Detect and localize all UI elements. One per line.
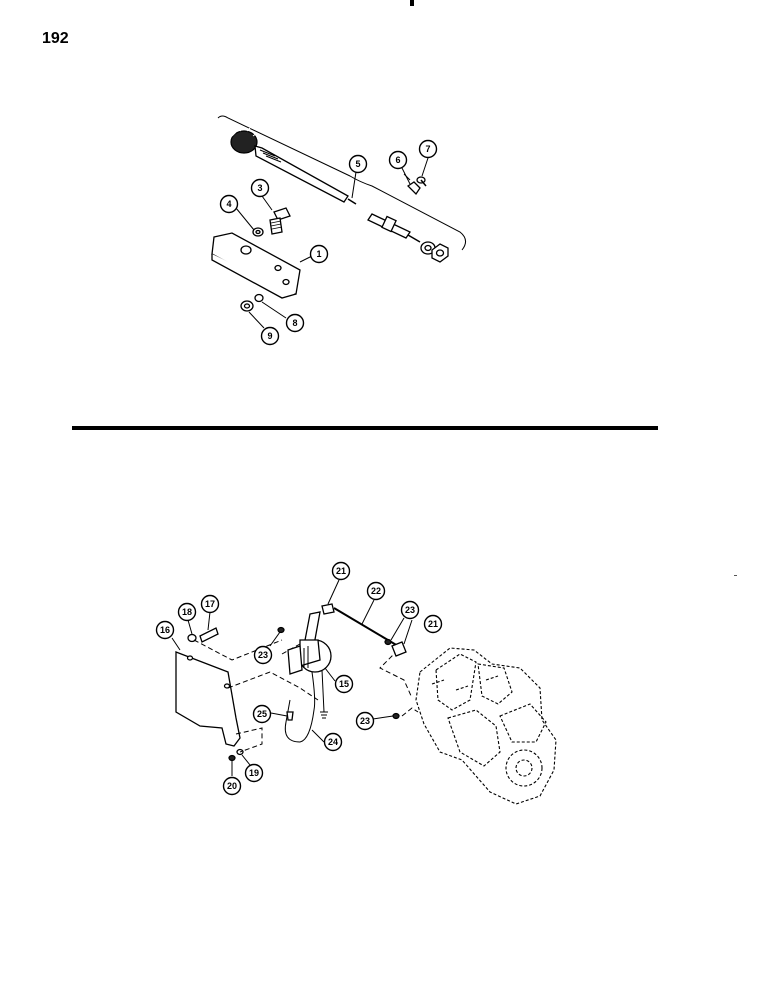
leader-7	[421, 157, 429, 177]
rod-end-upper	[321, 603, 335, 615]
svg-text:4: 4	[226, 199, 231, 209]
page-number: 192	[42, 30, 69, 47]
leader-21b	[403, 619, 413, 645]
svg-text:5: 5	[355, 159, 360, 169]
callout-19: 19	[244, 763, 264, 783]
svg-text:9: 9	[267, 331, 272, 341]
scan-mark	[734, 575, 737, 576]
svg-text:21: 21	[428, 619, 438, 629]
svg-text:7: 7	[425, 144, 430, 154]
svg-text:16: 16	[160, 625, 170, 635]
svg-text:6: 6	[395, 155, 400, 165]
callout-24: 24	[323, 732, 343, 752]
lower-assembly: 15 16 17 18 19 20 21 21	[155, 561, 557, 805]
callout-21-upper: 21	[331, 561, 351, 581]
svg-text:8: 8	[292, 318, 297, 328]
leader-5	[351, 171, 357, 199]
lock-washer	[252, 227, 264, 237]
callout-22: 22	[366, 581, 386, 601]
mounting-plate	[175, 651, 241, 747]
jam-nut-a	[384, 638, 392, 646]
callout-23-a: 23	[400, 600, 420, 620]
svg-text:22: 22	[371, 586, 381, 596]
leader-18	[187, 619, 193, 635]
bolt-part	[269, 207, 291, 235]
ground-wire	[320, 669, 328, 719]
leader-23b	[269, 631, 281, 647]
throttle-knob	[230, 127, 258, 154]
wire-terminal	[286, 711, 294, 721]
leader-1	[299, 255, 313, 263]
svg-text:19: 19	[249, 768, 259, 778]
callout-3: 3	[250, 178, 270, 198]
callout-1: 1	[309, 244, 329, 264]
cable-housing-outline	[217, 115, 466, 251]
svg-text:20: 20	[227, 781, 237, 791]
leader-19	[241, 754, 251, 766]
svg-text:23: 23	[405, 605, 415, 615]
leader-15	[324, 667, 336, 682]
svg-text:23: 23	[360, 716, 370, 726]
leader-16	[171, 637, 181, 651]
leader-4	[235, 207, 255, 231]
washer-and-bolt	[187, 627, 219, 643]
section-divider	[72, 426, 658, 430]
leader-24	[311, 729, 325, 743]
dash-line-c	[235, 727, 263, 753]
dash-line-f	[401, 707, 419, 717]
leader-22	[361, 599, 375, 625]
leader-3	[261, 195, 273, 211]
screw-part	[416, 176, 427, 187]
leader-8	[261, 301, 287, 319]
leader-23a	[390, 617, 405, 641]
upper-assembly: 1 3 4 5 6 7 8 9	[211, 115, 466, 346]
cable-shaft	[254, 145, 357, 205]
shutoff-solenoid	[287, 611, 332, 675]
callout-18: 18	[177, 602, 197, 622]
solenoid-wire	[284, 671, 316, 743]
washer-and-nut-small	[240, 293, 264, 312]
callout-21-lower: 21	[423, 614, 443, 634]
callout-16: 16	[155, 620, 175, 640]
dash-line-b	[227, 671, 319, 701]
callout-20: 20	[222, 776, 242, 796]
injection-pump	[415, 647, 557, 805]
svg-text:18: 18	[182, 607, 192, 617]
callout-17: 17	[200, 594, 220, 614]
callout-5: 5	[348, 154, 368, 174]
mounting-bracket	[211, 232, 301, 299]
nut-and-washer	[420, 241, 449, 263]
rod-end-lower	[391, 641, 407, 657]
callout-15: 15	[334, 674, 354, 694]
callout-23-b: 23	[253, 645, 273, 665]
leader-21a	[327, 579, 340, 605]
svg-text:17: 17	[205, 599, 215, 609]
svg-text:23: 23	[258, 650, 268, 660]
jam-nut-c	[392, 712, 400, 720]
svg-text:3: 3	[257, 183, 262, 193]
jam-nut-b	[277, 626, 285, 634]
leader-23c	[372, 715, 394, 720]
callout-7: 7	[418, 139, 438, 159]
dash-line-e	[379, 649, 413, 699]
leader-25	[270, 712, 288, 717]
leader-17	[207, 611, 211, 631]
callout-9: 9	[260, 326, 280, 346]
top-edge-mark	[410, 0, 414, 6]
svg-text:25: 25	[257, 709, 267, 719]
callout-23-c: 23	[355, 711, 375, 731]
svg-text:21: 21	[336, 566, 346, 576]
leader-6	[401, 167, 411, 185]
callout-25: 25	[252, 704, 272, 724]
callout-4: 4	[219, 194, 239, 214]
callout-6: 6	[388, 150, 408, 170]
callout-8: 8	[285, 313, 305, 333]
leader-9	[248, 311, 265, 329]
svg-text:1: 1	[316, 249, 321, 259]
svg-text:15: 15	[339, 679, 349, 689]
cable-end-rod	[367, 213, 421, 243]
svg-text:24: 24	[328, 737, 338, 747]
dash-line-a	[193, 639, 283, 661]
